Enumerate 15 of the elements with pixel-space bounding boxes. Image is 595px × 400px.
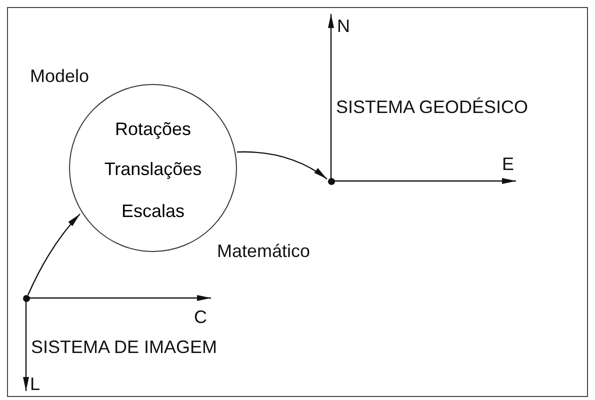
operation-text: Rotações <box>114 119 192 139</box>
origin-dot <box>23 295 30 302</box>
model-label: Matemático <box>217 241 310 261</box>
axis-label: C <box>194 307 207 327</box>
operation-text: Escalas <box>121 201 185 221</box>
system-title: SISTEMA GEODÉSICO <box>336 97 528 117</box>
system-title: SISTEMA DE IMAGEM <box>31 337 218 357</box>
origin-dot <box>328 178 335 185</box>
model-label: Modelo <box>30 66 90 86</box>
operation-text: Translações <box>104 159 202 179</box>
axis-label: E <box>502 154 514 174</box>
axis-label: L <box>30 374 40 394</box>
axis-label: N <box>337 16 350 36</box>
curved-arrow <box>237 151 328 180</box>
curved-arrow <box>27 214 80 296</box>
